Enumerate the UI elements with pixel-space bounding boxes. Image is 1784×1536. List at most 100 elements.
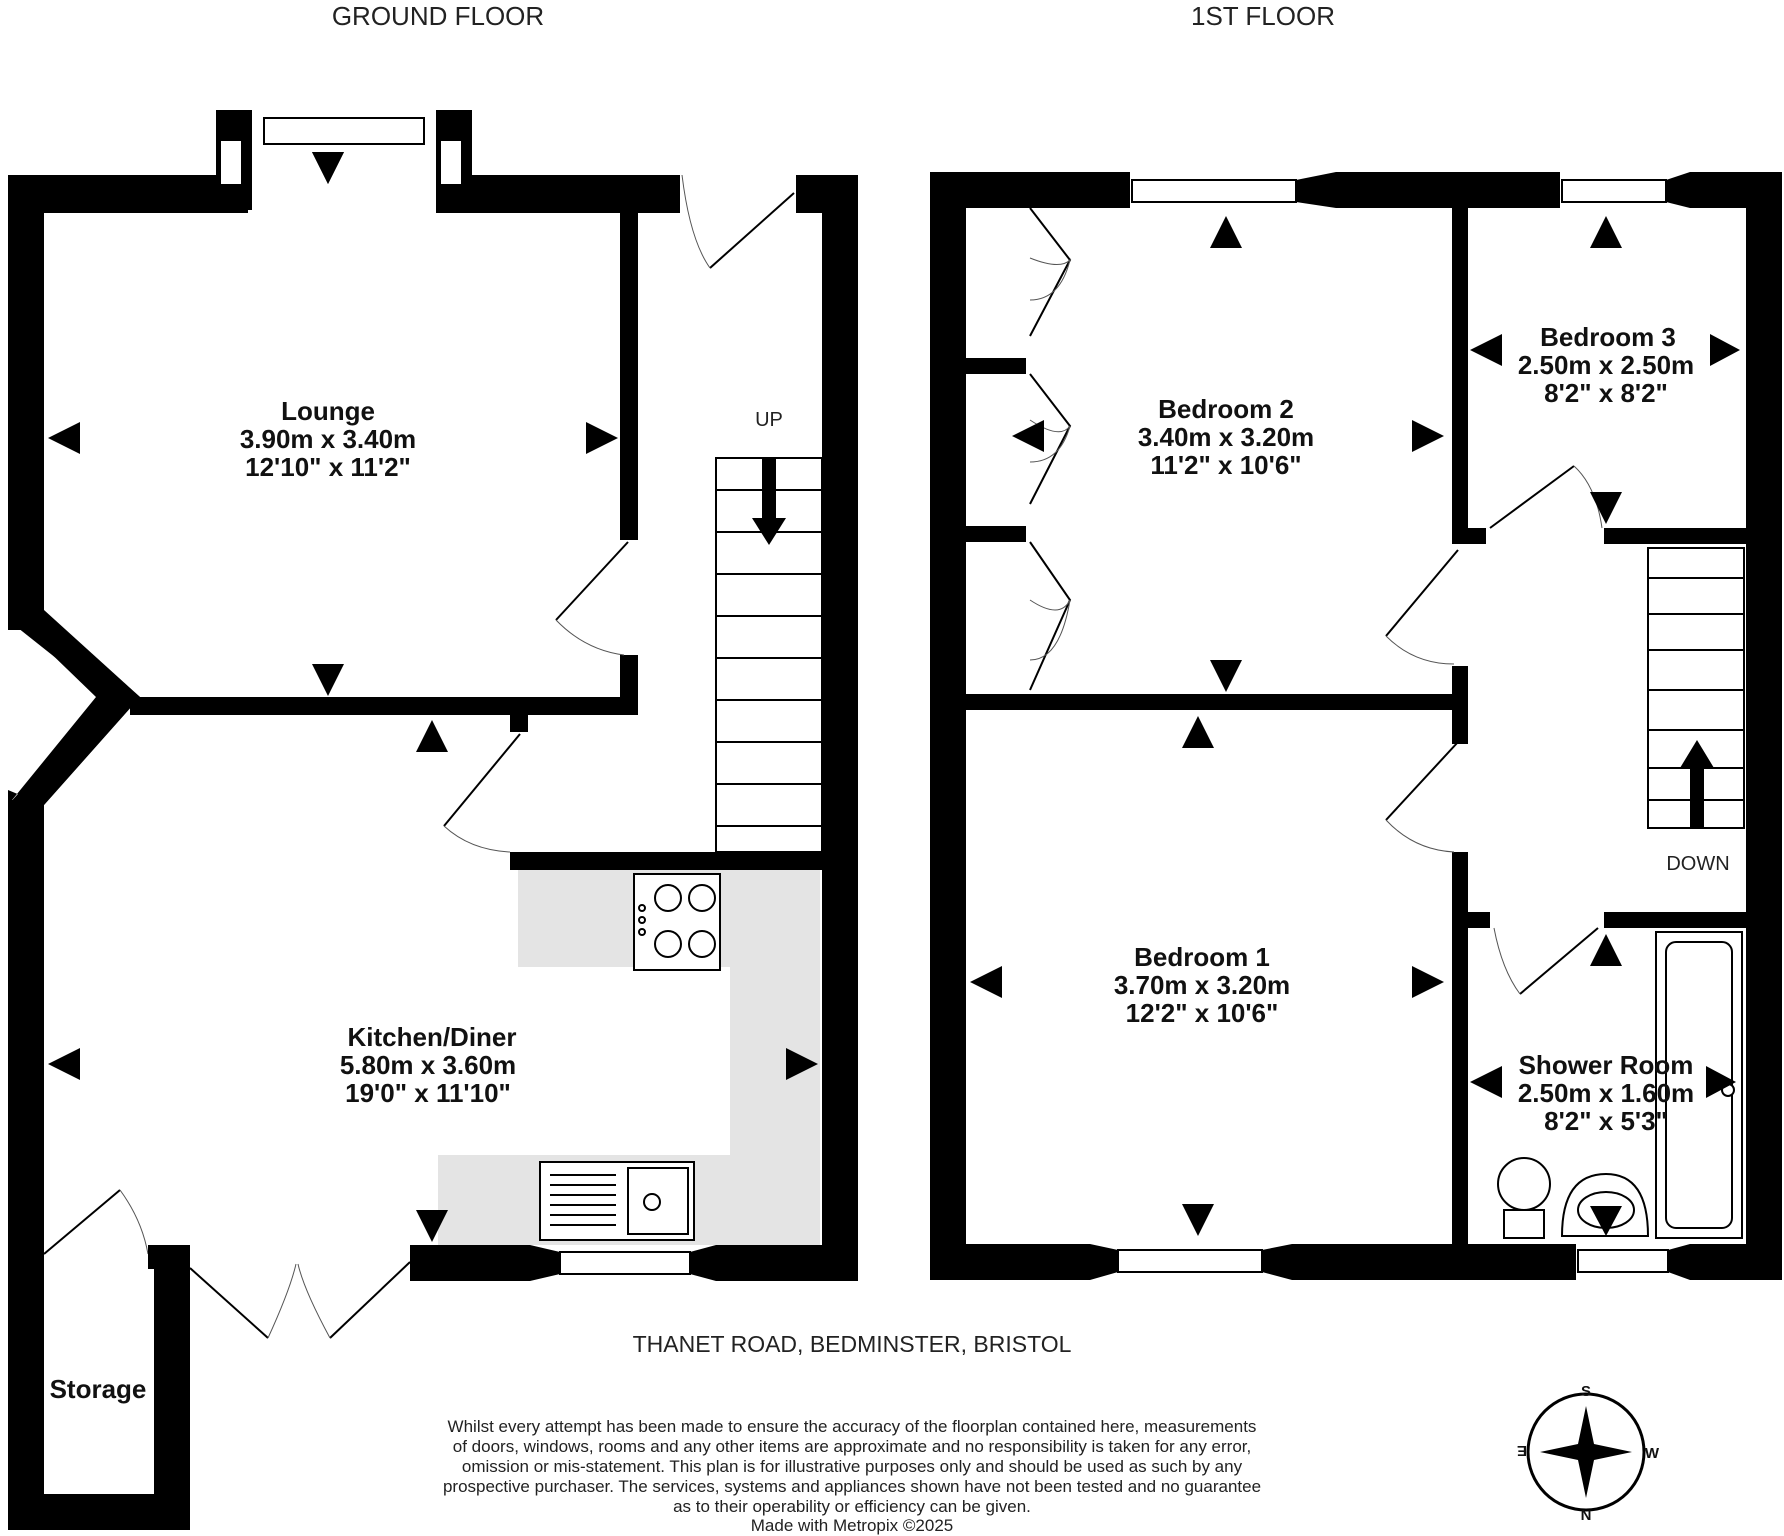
ff-wall-bottom-mid <box>1292 1244 1576 1280</box>
shower-imperial: 8'2" x 5'3" <box>1544 1106 1668 1136</box>
first-floor-title: 1ST FLOOR <box>1191 1 1335 31</box>
ground-floor-title: GROUND FLOOR <box>332 1 544 31</box>
ff-wall-top-mid <box>1336 172 1560 208</box>
toilet <box>1497 1157 1551 1239</box>
ff-wall-bed3-bottom <box>1604 528 1746 544</box>
lounge-door <box>555 541 629 621</box>
lounge-name: Lounge <box>281 396 375 426</box>
bedroom3-door <box>1489 465 1575 529</box>
compass-north: N <box>1581 1507 1592 1524</box>
disclaimer-line: of doors, windows, rooms and any other i… <box>453 1437 1251 1456</box>
bedroom2-window <box>1131 179 1297 203</box>
hob <box>633 873 721 971</box>
disclaimer-line: prospective purchaser. The services, sys… <box>443 1477 1261 1496</box>
wall-door-stub <box>510 697 528 732</box>
sink <box>539 1161 695 1241</box>
bedroom1-window <box>1117 1249 1263 1273</box>
bay-window-right <box>439 139 463 186</box>
storage-name: Storage <box>50 1374 147 1404</box>
lounge-metric: 3.90m x 3.40m <box>240 424 416 454</box>
bedroom3-window <box>1561 179 1667 203</box>
wall-lounge-kitchen <box>130 697 638 715</box>
ff-wall-left <box>930 172 966 1280</box>
compass-west: W <box>1645 1445 1660 1462</box>
front-door <box>709 192 795 269</box>
wall-kitchen-stub <box>510 852 528 870</box>
disclaimer-line: as to their operability or efficiency ca… <box>673 1497 1031 1516</box>
storage-door <box>43 1189 121 1255</box>
disclaimer-line: Whilst every attempt has been made to en… <box>448 1417 1257 1436</box>
storage-wall-bottom <box>8 1494 190 1530</box>
shower-metric: 2.50m x 1.60m <box>1518 1078 1694 1108</box>
bedroom2-door <box>1385 549 1459 637</box>
wall-kitchen-hall <box>510 852 822 870</box>
ff-wall-hall-bed2 <box>1452 666 1468 744</box>
kitchen-imperial: 19'0" x 11'10" <box>345 1078 511 1108</box>
compass-east: E <box>1517 1442 1527 1459</box>
lounge-label: Lounge 3.90m x 3.40m 12'10" x 11'2" <box>240 396 416 482</box>
ff-wall-bed1-bed2 <box>966 694 1466 710</box>
bedroom1-metric: 3.70m x 3.20m <box>1114 970 1290 1000</box>
ff-wall-cupboard-2 <box>966 526 1026 542</box>
wall-lounge-hall <box>620 175 638 540</box>
bay-window-front <box>263 117 425 145</box>
kitchen-name: Kitchen/Diner <box>347 1022 516 1052</box>
shower-door <box>1519 927 1599 995</box>
stair-arrow-shaft <box>762 458 776 518</box>
ff-wall-bed3-stub <box>1452 528 1486 544</box>
bedroom2-label: Bedroom 2 3.40m x 3.20m 11'2" x 10'6" <box>1138 394 1314 480</box>
bedroom1-name: Bedroom 1 <box>1134 942 1270 972</box>
wall-right-ground <box>822 175 858 1280</box>
storage-wall-right <box>154 1245 190 1530</box>
bedroom3-imperial: 8'2" x 8'2" <box>1544 378 1668 408</box>
ground-floor-plan: UP <box>8 110 858 1530</box>
ff-wall-bottom-right <box>1690 1244 1782 1280</box>
disclaimer: Whilst every attempt has been made to en… <box>443 1417 1261 1535</box>
wall-bay-angle-2 <box>8 612 140 697</box>
ff-wall-shower-stub <box>1468 912 1490 928</box>
patio-door-left <box>189 1267 269 1339</box>
shower-label: Shower Room 2.50m x 1.60m 8'2" x 5'3" <box>1518 1050 1694 1136</box>
patio-door-right <box>329 1261 411 1339</box>
bedroom1-imperial: 12'2" x 10'6" <box>1126 998 1279 1028</box>
wardrobe-doors-1 <box>1029 207 1072 337</box>
storage-wall-left <box>8 1245 44 1530</box>
ff-wall-cupboard-1 <box>966 358 1026 374</box>
shower-window <box>1577 1249 1669 1273</box>
ff-wall-bed2-bed3 <box>1452 172 1468 542</box>
compass-south: S <box>1581 1383 1591 1400</box>
lounge-imperial: 12'10" x 11'2" <box>245 452 411 482</box>
property-address: THANET ROAD, BEDMINSTER, BRISTOL <box>633 1331 1072 1357</box>
ff-wall-bottom-left <box>930 1244 1090 1280</box>
disclaimer-credit: Made with Metropix ©2025 <box>751 1516 953 1535</box>
bedroom2-metric: 3.40m x 3.20m <box>1138 422 1314 452</box>
shower-name: Shower Room <box>1519 1050 1694 1080</box>
wardrobe-doors-3 <box>1029 541 1072 691</box>
wall-top-mid <box>436 175 680 213</box>
wall-bay-angle-3 <box>8 697 140 805</box>
wall-left-kitchen <box>8 800 44 1250</box>
wall-bottom-right <box>716 1245 858 1281</box>
ff-wall-bed1-right <box>1452 852 1468 1244</box>
ff-wall-shower-top <box>1604 912 1746 928</box>
kitchen-window <box>559 1251 691 1275</box>
kitchen-door <box>443 733 521 827</box>
kitchen-metric: 5.80m x 3.60m <box>340 1050 516 1080</box>
bedroom1-door <box>1385 741 1459 821</box>
stair-arrow-head <box>752 518 786 545</box>
bedroom3-label: Bedroom 3 2.50m x 2.50m 8'2" x 8'2" <box>1518 322 1694 408</box>
stairs-down-label: DOWN <box>1666 853 1729 875</box>
kitchen-label: Kitchen/Diner 5.80m x 3.60m 19'0" x 11'1… <box>340 1022 517 1108</box>
bedroom2-name: Bedroom 2 <box>1158 394 1294 424</box>
bedroom1-label: Bedroom 1 3.70m x 3.20m 12'2" x 10'6" <box>1114 942 1290 1028</box>
wall-left-lounge <box>8 175 44 630</box>
first-floor-plan: DOWN <box>930 172 1782 1280</box>
bedroom2-imperial: 11'2" x 10'6" <box>1150 450 1301 480</box>
disclaimer-line: omission or mis-statement. This plan is … <box>462 1457 1243 1476</box>
staircase-first <box>1647 547 1745 829</box>
wall-top-left <box>8 175 248 213</box>
ff-wall-right <box>1746 172 1782 1280</box>
bay-window-left <box>219 139 243 186</box>
bedroom3-metric: 2.50m x 2.50m <box>1518 350 1694 380</box>
